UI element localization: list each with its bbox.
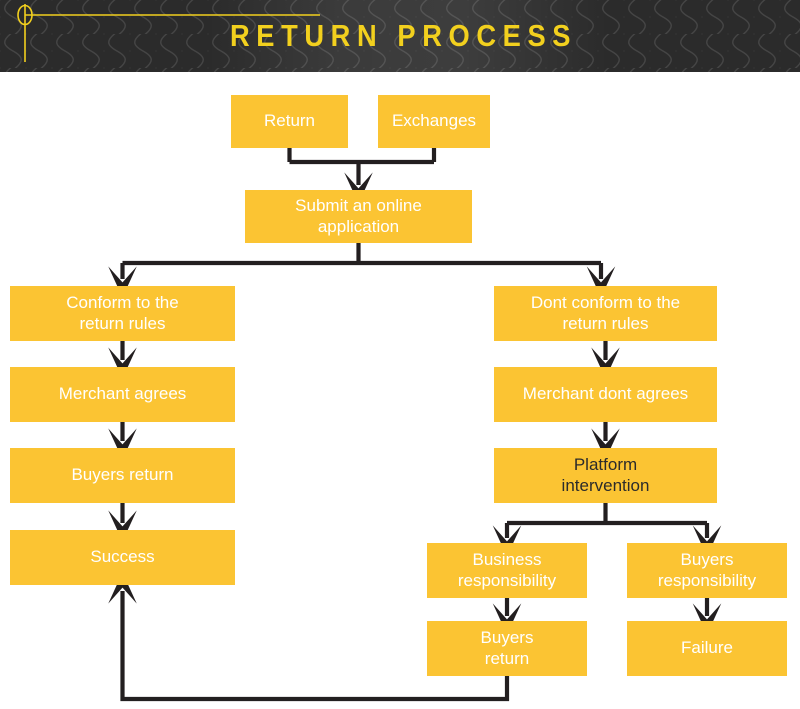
node-success[interactable]: Success bbox=[10, 530, 235, 585]
node-failure[interactable]: Failure bbox=[627, 621, 787, 676]
node-dont-conform-to-return-rules[interactable]: Dont conform to the return rules bbox=[494, 286, 717, 341]
node-business-responsibility[interactable]: Business responsibility bbox=[427, 543, 587, 598]
node-conform-to-return-rules[interactable]: Conform to the return rules bbox=[10, 286, 235, 341]
node-submit-online-application[interactable]: Submit an online application bbox=[245, 190, 472, 243]
node-merchant-dont-agrees[interactable]: Merchant dont agrees bbox=[494, 367, 717, 422]
node-buyers-responsibility[interactable]: Buyers responsibility bbox=[627, 543, 787, 598]
node-buyers-return-left[interactable]: Buyers return bbox=[10, 448, 235, 503]
header-banner: RETURN PROCESS bbox=[0, 0, 800, 72]
node-exchanges[interactable]: Exchanges bbox=[378, 95, 490, 148]
edge-feedback-to-success bbox=[108, 572, 510, 702]
page-title: RETURN PROCESS bbox=[229, 18, 578, 53]
node-return[interactable]: Return bbox=[231, 95, 348, 148]
node-merchant-agrees[interactable]: Merchant agrees bbox=[10, 367, 235, 422]
node-platform-intervention[interactable]: Platform intervention bbox=[494, 448, 717, 503]
flowchart-connectors bbox=[108, 148, 722, 702]
node-buyers-return-bottom[interactable]: Buyers return bbox=[427, 621, 587, 676]
flowchart-canvas: Return Exchanges Submit an online applic… bbox=[0, 72, 800, 709]
header-lattice-pattern bbox=[0, 0, 800, 72]
